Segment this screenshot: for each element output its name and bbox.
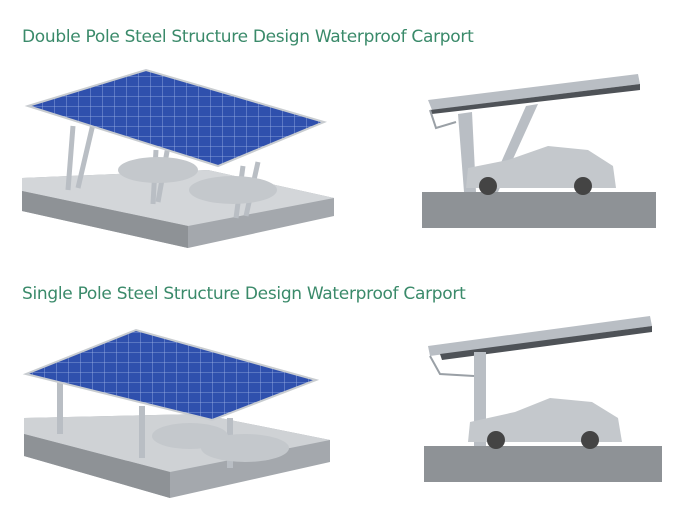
single-pole-carport-side-image bbox=[424, 316, 662, 482]
double-pole-carport-side-image bbox=[422, 74, 656, 228]
car-icon bbox=[152, 423, 289, 462]
car-icon bbox=[468, 398, 622, 449]
car-icon bbox=[466, 146, 616, 195]
section-title-single-pole: Single Pole Steel Structure Design Water… bbox=[22, 284, 466, 304]
car-icon bbox=[118, 157, 277, 204]
section-title-double-pole: Double Pole Steel Structure Design Water… bbox=[22, 27, 474, 47]
double-pole-carport-perspective-image bbox=[22, 68, 334, 248]
single-pole-carport-perspective-image bbox=[22, 328, 330, 498]
